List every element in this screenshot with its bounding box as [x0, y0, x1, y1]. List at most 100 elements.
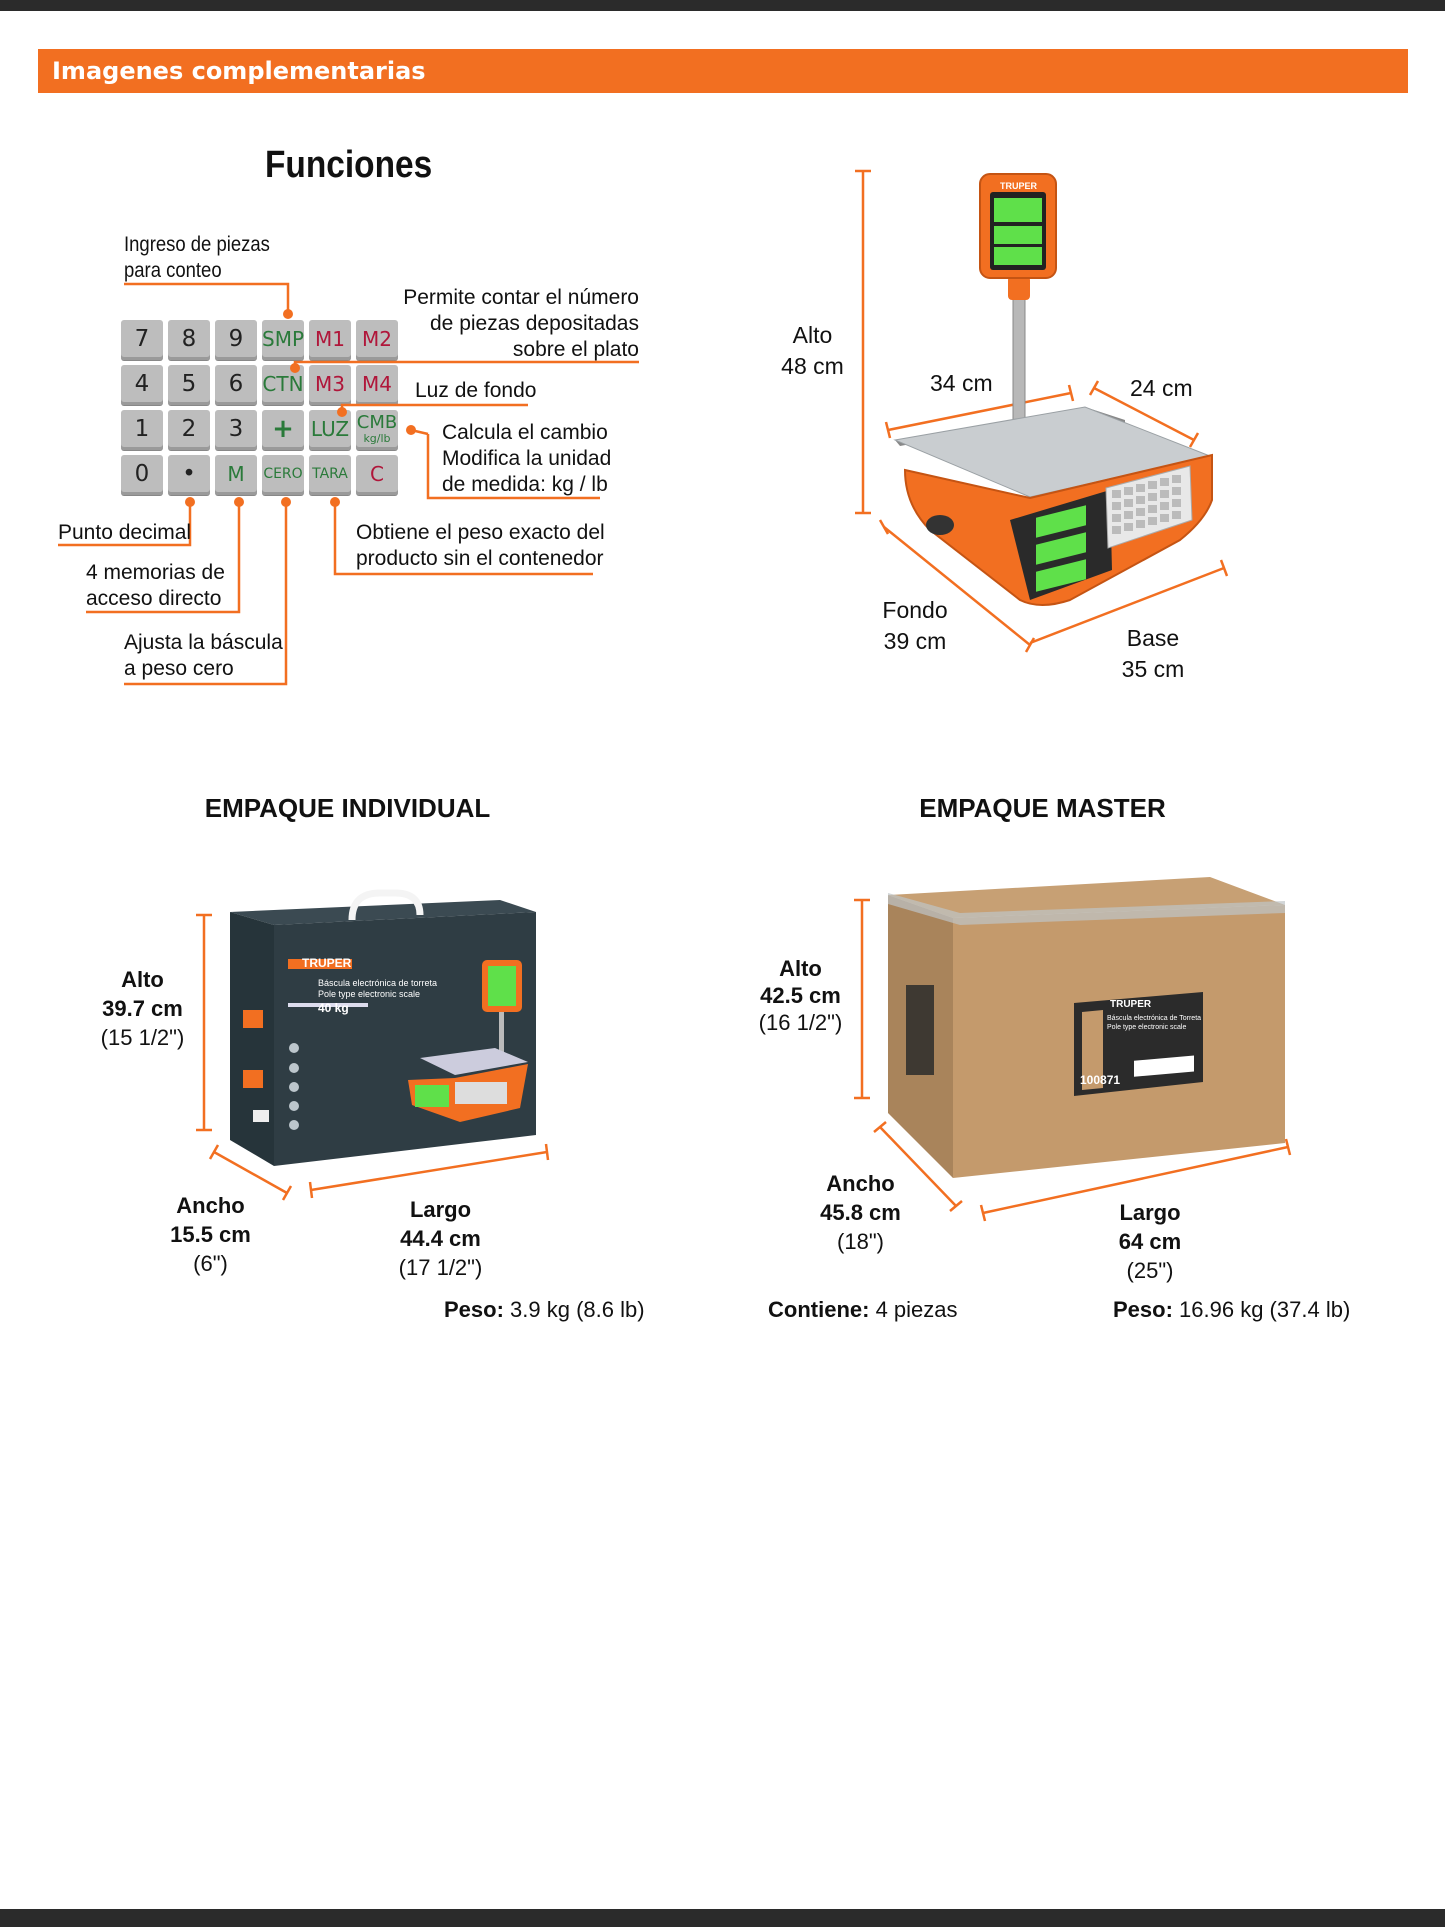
master-largo-title: Largo — [1119, 1200, 1181, 1225]
keypad: 7 8 9 SMP M1 M2 4 5 6 CTN M3 M4 1 2 3 + … — [121, 320, 406, 500]
individual-largo-title: Largo — [409, 1197, 472, 1222]
funciones-title: Funciones — [265, 144, 433, 186]
individual-dimension-lines — [196, 913, 550, 1201]
key-luz: LUZ — [309, 410, 351, 450]
key-c: C — [356, 455, 398, 495]
master-alto-value: 42.5 cm — [760, 983, 841, 1008]
scale-alto-title: Alto — [792, 322, 833, 348]
scale-base-value: 35 cm — [1121, 656, 1185, 682]
key-cero: CERO — [262, 455, 304, 495]
label-obtiene-line1: Obtiene el peso exacto del — [356, 521, 605, 544]
individual-box-top — [230, 900, 536, 925]
key-6: 6 — [215, 365, 257, 405]
individual-ancho-inches: (6") — [193, 1251, 228, 1276]
key-8: 8 — [168, 320, 210, 360]
individual-box-brand-bar — [288, 959, 352, 969]
label-calcula-line2: Modifica la unidad — [442, 447, 612, 470]
key-smp: SMP — [262, 320, 304, 360]
master-ancho-value: 45.8 cm — [820, 1200, 901, 1225]
key-cmb: CMB kg/lb — [356, 410, 398, 450]
individual-box-capacity: 40 kg — [318, 1001, 349, 1015]
scale-fondo-value: 39 cm — [883, 628, 947, 654]
master-ancho-inches: (18") — [837, 1229, 884, 1254]
master-largo-inches: (25") — [1126, 1258, 1174, 1283]
master-title: EMPAQUE MASTER — [919, 793, 1166, 823]
individual-box-scale-platter — [420, 1048, 528, 1075]
scale-front-lcd-2 — [1036, 532, 1086, 565]
master-box-name-es: Báscula electrónica de Torreta — [1107, 1015, 1202, 1022]
key-m4: M4 — [356, 365, 398, 405]
label-permite: Permite contar el número de piezas depos… — [380, 285, 639, 363]
key-plus: + — [262, 410, 304, 450]
label-ingreso: Ingreso de piezas para conteo — [124, 232, 270, 284]
individual-box-capacity-bar — [288, 1003, 368, 1007]
label-calcula-line3: de medida: kg / lb — [442, 473, 608, 496]
key-5: 5 — [168, 365, 210, 405]
master-box-barcode — [1134, 1055, 1194, 1077]
individual-box-scale-lcd — [488, 966, 516, 1006]
key-m: M — [215, 455, 257, 495]
master-box-name-en: Pole type electronic scale — [1107, 1024, 1187, 1031]
label-ajusta: Ajusta la báscula a peso cero — [124, 630, 283, 682]
individual-largo-label: Largo 44.4 cm (17 1/2") — [388, 1195, 493, 1282]
scale-front-lcd-3 — [1036, 559, 1086, 592]
master-contiene-value: 4 piezas — [875, 1297, 958, 1322]
master-largo-label: Largo 64 cm (25") — [1105, 1198, 1195, 1285]
master-box-name: Báscula electrónica de Torreta Pole type… — [1107, 1014, 1201, 1032]
scale-alto-label: Alto 48 cm — [770, 320, 855, 382]
individual-title: EMPAQUE INDIVIDUAL — [204, 793, 491, 823]
label-calcula-line1: Calcula el cambio — [442, 421, 608, 444]
individual-largo-value: 44.4 cm — [400, 1226, 481, 1251]
individual-alto-label: Alto 39.7 cm (15 1/2") — [100, 965, 185, 1052]
label-obtiene: Obtiene el peso exacto del producto sin … — [356, 520, 605, 572]
scale-ancho-label: 34 cm — [930, 370, 993, 396]
scale-top-brand: TRUPER — [1000, 181, 1038, 191]
individual-box-handle — [348, 889, 424, 921]
master-box-code: 100871 — [1080, 1073, 1121, 1087]
master-box-tape-side — [888, 893, 960, 925]
individual-box-brand: TRUPER — [302, 956, 352, 970]
master-largo-value: 64 cm — [1118, 1229, 1182, 1254]
label-memorias: 4 memorias de acceso directo — [86, 560, 225, 612]
master-dimension-lines — [854, 898, 1292, 1222]
individual-peso-value: 3.9 kg (8.6 lb) — [510, 1297, 645, 1322]
master-alto-label: Alto 42.5 cm (16 1/2") — [758, 955, 843, 1036]
master-peso: Peso: 16.96 kg (37.4 lb) — [1113, 1297, 1350, 1323]
individual-box-scale-base-keypad — [455, 1082, 507, 1104]
scale-base-title: Base — [1126, 625, 1180, 651]
scale-base-label: Base 35 cm — [1108, 623, 1198, 685]
individual-box-name-es: Báscula electrónica de torreta — [318, 978, 438, 988]
section-header: Imagenes complementarias — [38, 49, 1408, 93]
master-alto-title: Alto — [779, 956, 822, 981]
scale-alto-value: 48 cm — [781, 353, 844, 379]
label-memorias-line2: acceso directo — [86, 587, 222, 610]
key-m2: M2 — [356, 320, 398, 360]
key-4: 4 — [121, 365, 163, 405]
scale-foot — [926, 515, 954, 535]
individual-box-feature-icons — [289, 1043, 299, 1130]
key-3: 3 — [215, 410, 257, 450]
scale-fondo-title: Fondo — [882, 597, 948, 623]
key-tara: TARA — [309, 455, 351, 495]
individual-box-name: Báscula electrónica de torreta Pole type… — [318, 978, 437, 1000]
key-0: 0 — [121, 455, 163, 495]
individual-box-name-en: Pole type electronic scale — [318, 989, 421, 999]
master-contiene-label: Contiene: — [768, 1297, 870, 1322]
label-memorias-line1: 4 memorias de — [86, 561, 225, 584]
key-cmb-sub: kg/lb — [363, 432, 391, 445]
key-dot: • — [168, 455, 210, 495]
individual-box-scale-base-lcd — [415, 1085, 449, 1107]
scale-base-keypad-keys — [1112, 475, 1181, 534]
label-permite-line2: de piezas depositadas — [430, 312, 639, 335]
scale-top-lcd-2 — [994, 226, 1042, 244]
key-2: 2 — [168, 410, 210, 450]
scale-fondo-label: Fondo 39 cm — [870, 595, 960, 657]
key-m1: M1 — [309, 320, 351, 360]
individual-ancho-title: Ancho — [176, 1193, 245, 1218]
individual-box-barcode — [253, 1110, 269, 1122]
label-obtiene-line2: producto sin el contenedor — [356, 547, 604, 570]
